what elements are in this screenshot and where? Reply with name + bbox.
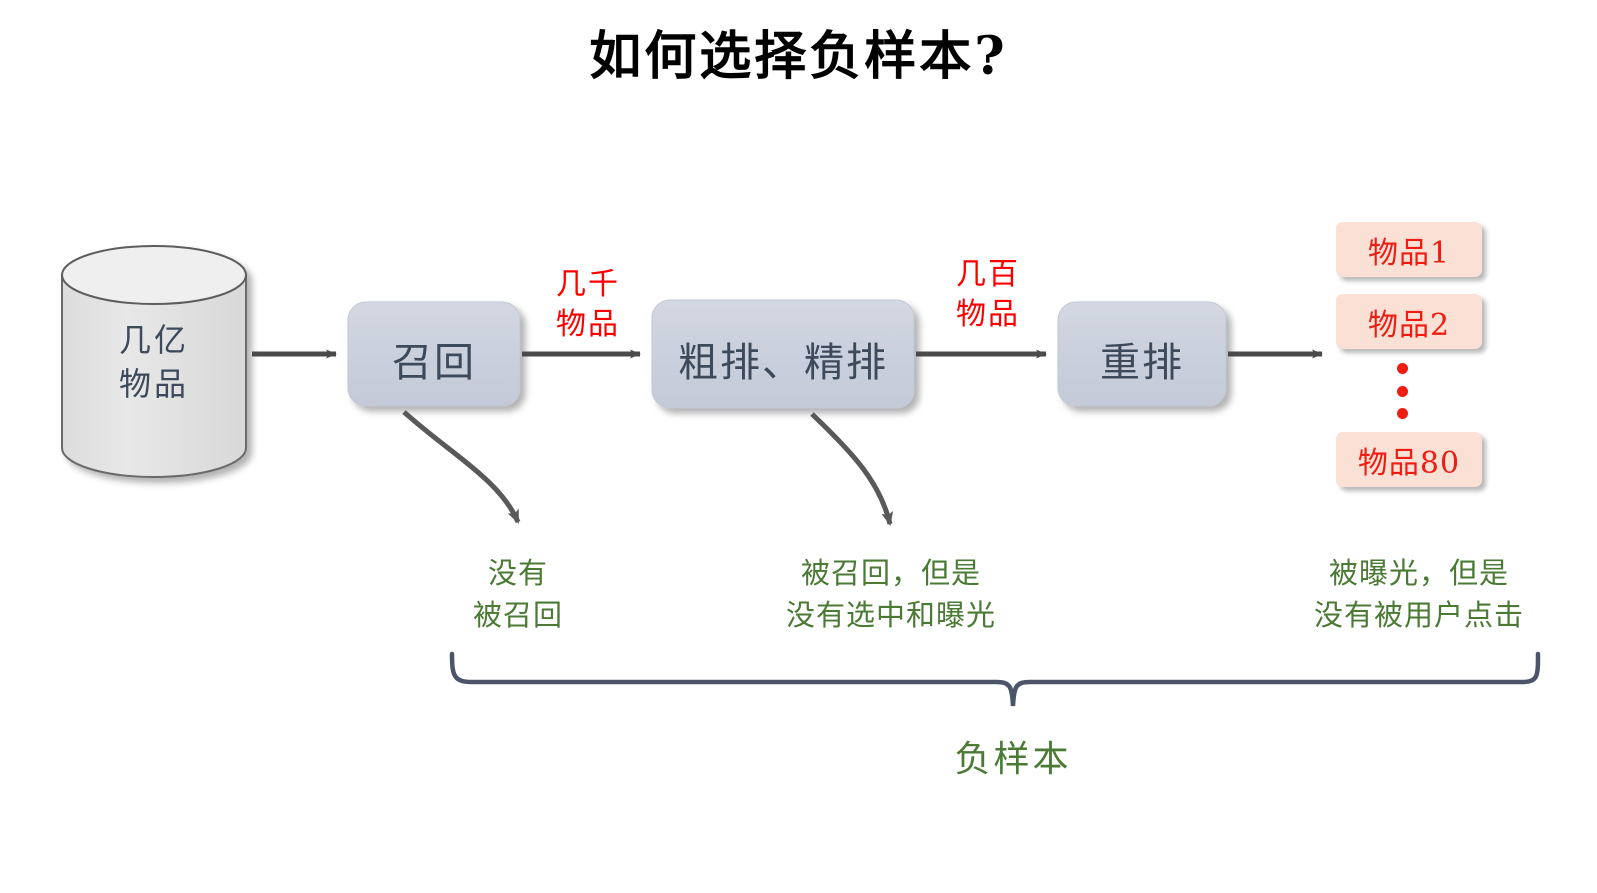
negative-sample-brace (449, 651, 1541, 707)
page-title: 如何选择负样本? (589, 26, 1008, 87)
curved-arrow-not-recalled (402, 410, 521, 524)
negative-sample-label: 负样本 (954, 739, 1072, 780)
flow-count-after-ranking-line2: 物品 (956, 297, 1020, 332)
flow-count-after-recall-line1: 几千 (556, 267, 620, 302)
result-item-2[interactable]: 物品2 (1336, 294, 1482, 349)
stage-box-recall[interactable] (347, 301, 521, 407)
flow-count-after-ranking: 几百 物品 (928, 255, 1048, 335)
curved-arrow-recalled-not-shown (810, 412, 894, 526)
stage-box-ranking[interactable] (651, 299, 915, 409)
stage-label-ranking: 粗排、精排 (678, 340, 888, 386)
note-recalled-not-shown-line1: 被召回，但是 (800, 556, 981, 590)
vertical-dots-icon (1397, 363, 1408, 419)
note-recalled-not-shown-line2: 没有选中和曝光 (785, 598, 996, 632)
flow-count-after-ranking-line1: 几百 (956, 257, 1020, 292)
note-not-recalled: 没有 被召回 (418, 552, 618, 636)
source-line-2: 物品 (118, 365, 189, 403)
note-shown-not-clicked-line1: 被曝光，但是 (1328, 556, 1509, 590)
flow-count-after-recall: 几千 物品 (528, 265, 648, 345)
note-not-recalled-line2: 被召回 (472, 598, 563, 632)
note-not-recalled-line1: 没有 (487, 556, 548, 590)
source-cylinder-label: 几亿 物品 (62, 318, 246, 406)
note-shown-not-clicked: 被曝光，但是 没有被用户点击 (1288, 552, 1550, 636)
source-cylinder (61, 245, 247, 478)
result-item-80[interactable]: 物品80 (1336, 432, 1482, 487)
flow-count-after-recall-line2: 物品 (556, 307, 620, 342)
stage-box-rerank[interactable] (1057, 301, 1227, 407)
stage-label-rerank: 重排 (1100, 340, 1184, 386)
note-shown-not-clicked-line2: 没有被用户点击 (1313, 598, 1524, 632)
stage-label-recall: 召回 (392, 340, 476, 386)
source-line-1: 几亿 (118, 321, 189, 359)
result-item-1[interactable]: 物品1 (1336, 222, 1482, 277)
note-recalled-not-shown: 被召回，但是 没有选中和曝光 (760, 552, 1022, 636)
